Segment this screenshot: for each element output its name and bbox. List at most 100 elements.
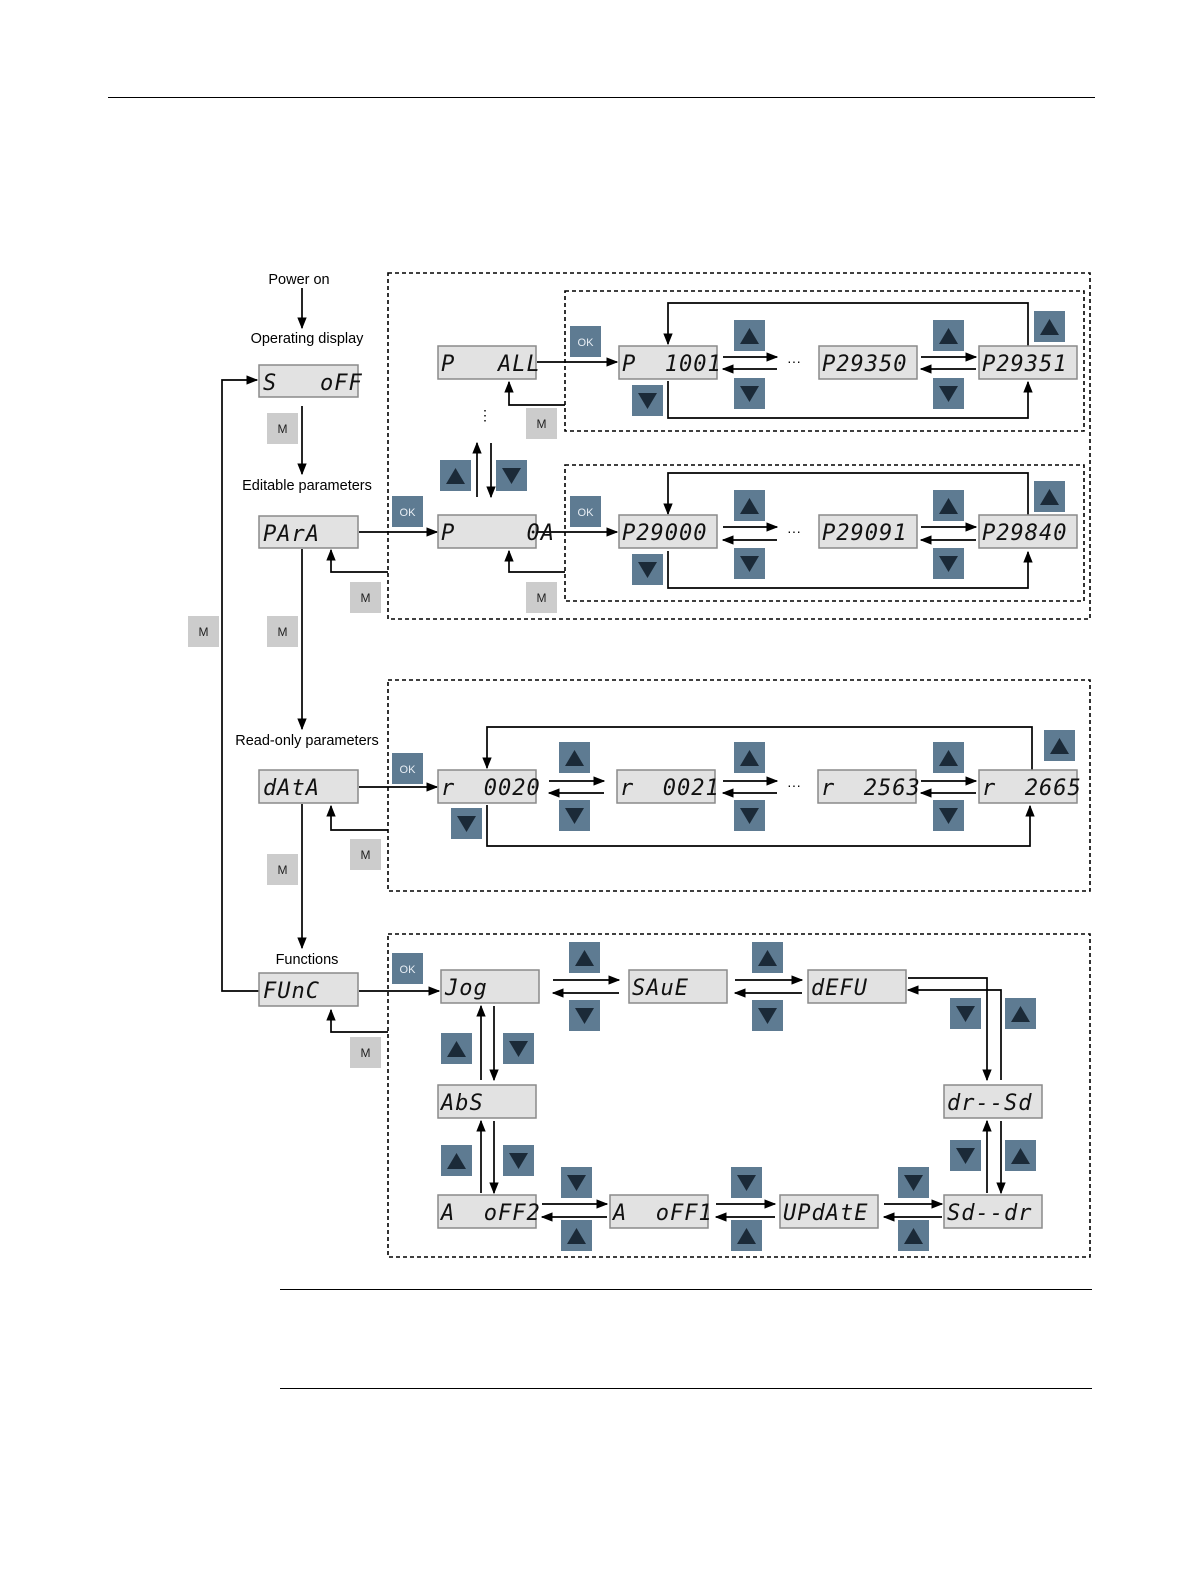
down-key-icon: [734, 548, 765, 579]
up-key-icon: [731, 1220, 762, 1251]
operating-display-label: Operating display: [251, 331, 365, 347]
up-key-icon: [569, 942, 600, 973]
up-key-icon: [440, 460, 471, 491]
display-r2563: r 2563: [821, 776, 921, 801]
svg-text:M: M: [278, 863, 288, 877]
editable-parameters-label: Editable parameters: [242, 478, 372, 494]
down-key-icon: [503, 1145, 534, 1176]
ok-key: OK: [570, 326, 601, 357]
svg-text:M: M: [537, 591, 547, 605]
down-key-icon: [496, 460, 527, 491]
functions-label: Functions: [276, 952, 339, 968]
display-defu: dEFU: [811, 976, 868, 1001]
down-key-icon: [933, 548, 964, 579]
svg-text:OK: OK: [578, 337, 595, 349]
display-s-off: S oFF: [263, 371, 363, 396]
power-on-label: Power on: [268, 272, 329, 288]
down-key-icon: [950, 1140, 981, 1171]
display-sd-dr: Sd--dr: [947, 1201, 1032, 1226]
up-key-icon: [1044, 730, 1075, 761]
svg-text:M: M: [361, 591, 371, 605]
display-p29350: P29350: [822, 352, 907, 377]
down-key-icon: [632, 385, 663, 416]
up-key-icon: [441, 1145, 472, 1176]
m-key: M: [350, 582, 381, 613]
down-key-icon: [950, 998, 981, 1029]
down-key-icon: [933, 378, 964, 409]
svg-text:OK: OK: [400, 764, 417, 776]
down-key-icon: [569, 1000, 600, 1031]
display-p1001: P 1001: [622, 352, 722, 377]
ok-key: OK: [392, 953, 423, 984]
display-r2665: r 2665: [982, 776, 1082, 801]
display-p29000: P29000: [622, 521, 707, 546]
down-key-icon: [734, 378, 765, 409]
svg-text:OK: OK: [400, 964, 417, 976]
up-key-icon: [1005, 998, 1036, 1029]
display-a-off1: A oFF1: [611, 1201, 713, 1226]
svg-text:M: M: [361, 1046, 371, 1060]
ellipsis: ···: [787, 523, 801, 539]
up-key-icon: [734, 320, 765, 351]
down-key-icon: [898, 1167, 929, 1198]
ok-key: OK: [392, 753, 423, 784]
down-key-icon: [734, 800, 765, 831]
ok-key: OK: [392, 496, 423, 527]
down-key-icon: [561, 1167, 592, 1198]
m-key: M: [526, 582, 557, 613]
ellipsis: ···: [787, 777, 801, 793]
up-key-icon: [1034, 481, 1065, 512]
up-key-icon: [1034, 311, 1065, 342]
up-key-icon: [898, 1220, 929, 1251]
display-p29840: P29840: [982, 521, 1067, 546]
display-p-0a: P 0A: [441, 521, 555, 546]
display-func: FUnC: [263, 979, 320, 1004]
svg-text:M: M: [278, 422, 288, 436]
svg-text:OK: OK: [578, 507, 595, 519]
m-key: M: [267, 616, 298, 647]
up-key-icon: [752, 942, 783, 973]
down-key-icon: [752, 1000, 783, 1031]
display-p29351: P29351: [982, 352, 1067, 377]
down-key-icon: [632, 554, 663, 585]
display-jog: Jog: [444, 976, 488, 1001]
svg-text:M: M: [537, 417, 547, 431]
svg-text:M: M: [199, 625, 209, 639]
down-key-icon: [731, 1167, 762, 1198]
display-texts: S oFF PArA dAtA FUnC P ALL P 0A P 1001 P…: [263, 352, 1082, 1226]
down-key-icon: [559, 800, 590, 831]
up-key-icon: [559, 742, 590, 773]
down-key-icon: [503, 1033, 534, 1064]
ok-key: OK: [570, 496, 601, 527]
up-key-icon: [734, 742, 765, 773]
display-dr-sd: dr--Sd: [947, 1091, 1032, 1116]
down-key-icon: [451, 808, 482, 839]
connectors: [222, 288, 1032, 1217]
m-key: M: [267, 854, 298, 885]
display-update: UPdAtE: [783, 1201, 868, 1226]
m-key: M: [350, 1037, 381, 1068]
m-key: M: [526, 408, 557, 439]
read-only-parameters-label: Read-only parameters: [235, 733, 378, 749]
m-key: M: [350, 839, 381, 870]
ok-keys: OK OK OK OK OK: [392, 326, 601, 984]
up-key-icon: [561, 1220, 592, 1251]
display-a-off2: A oFF2: [439, 1201, 541, 1226]
m-key: M: [188, 616, 219, 647]
down-key-icon: [933, 800, 964, 831]
svg-text:OK: OK: [400, 507, 417, 519]
display-p-all: P ALL: [441, 352, 541, 377]
ellipsis: ···: [787, 353, 801, 369]
display-r0020: r 0020: [441, 776, 541, 801]
display-data: dAtA: [263, 776, 320, 801]
display-r0021: r 0021: [620, 776, 720, 801]
display-para: PArA: [263, 522, 320, 547]
up-key-icon: [441, 1033, 472, 1064]
up-key-icon: [933, 320, 964, 351]
display-p29091: P29091: [822, 521, 907, 546]
vertical-ellipsis: ⋮: [478, 407, 492, 423]
m-key: M: [267, 413, 298, 444]
display-save: SAuE: [632, 976, 689, 1001]
up-key-icon: [734, 490, 765, 521]
